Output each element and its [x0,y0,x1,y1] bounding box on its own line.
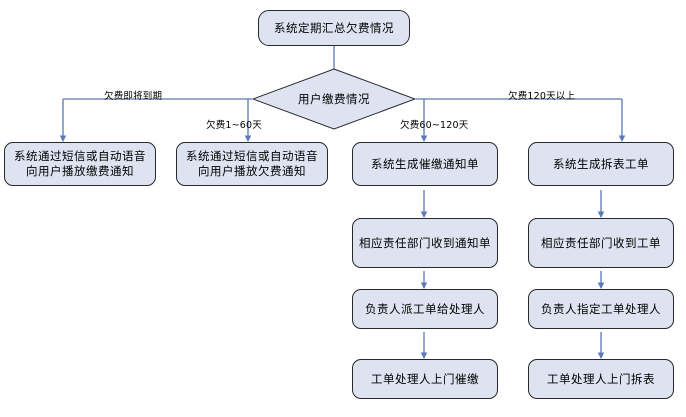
node-c3-step1[interactable]: 系统生成催缴通知单 [352,142,498,186]
node-c2-step1[interactable]: 系统通过短信或自动语音向用户播放欠费通知 [176,142,328,186]
edge-label-60-120: 欠费60~120天 [400,120,469,131]
edge-label-due-soon: 欠费即将到期 [104,91,163,102]
diamond-shape [252,68,416,130]
node-start[interactable]: 系统定期汇总欠费情况 [258,10,410,46]
node-c3-step2[interactable]: 相应责任部门收到通知单 [352,218,498,268]
node-c3-step4[interactable]: 工单处理人上门催缴 [352,359,498,399]
node-c1-step1[interactable]: 系统通过短信或自动语音向用户播放缴费通知 [4,142,156,186]
node-c4-step4[interactable]: 工单处理人上门拆表 [528,359,674,399]
node-c3-step3[interactable]: 负责人派工单给处理人 [352,289,498,329]
node-c4-step1[interactable]: 系统生成拆表工单 [528,142,674,186]
node-c4-step2[interactable]: 相应责任部门收到工单 [528,218,674,268]
edge-label-1-60: 欠费1~60天 [206,120,262,131]
node-decision-label: 用户缴费情况 [298,92,370,106]
node-decision[interactable]: 用户缴费情况 [252,68,416,130]
node-c4-step3[interactable]: 负责人指定工单处理人 [528,289,674,329]
edge-label-over-120: 欠费120天以上 [508,91,576,102]
